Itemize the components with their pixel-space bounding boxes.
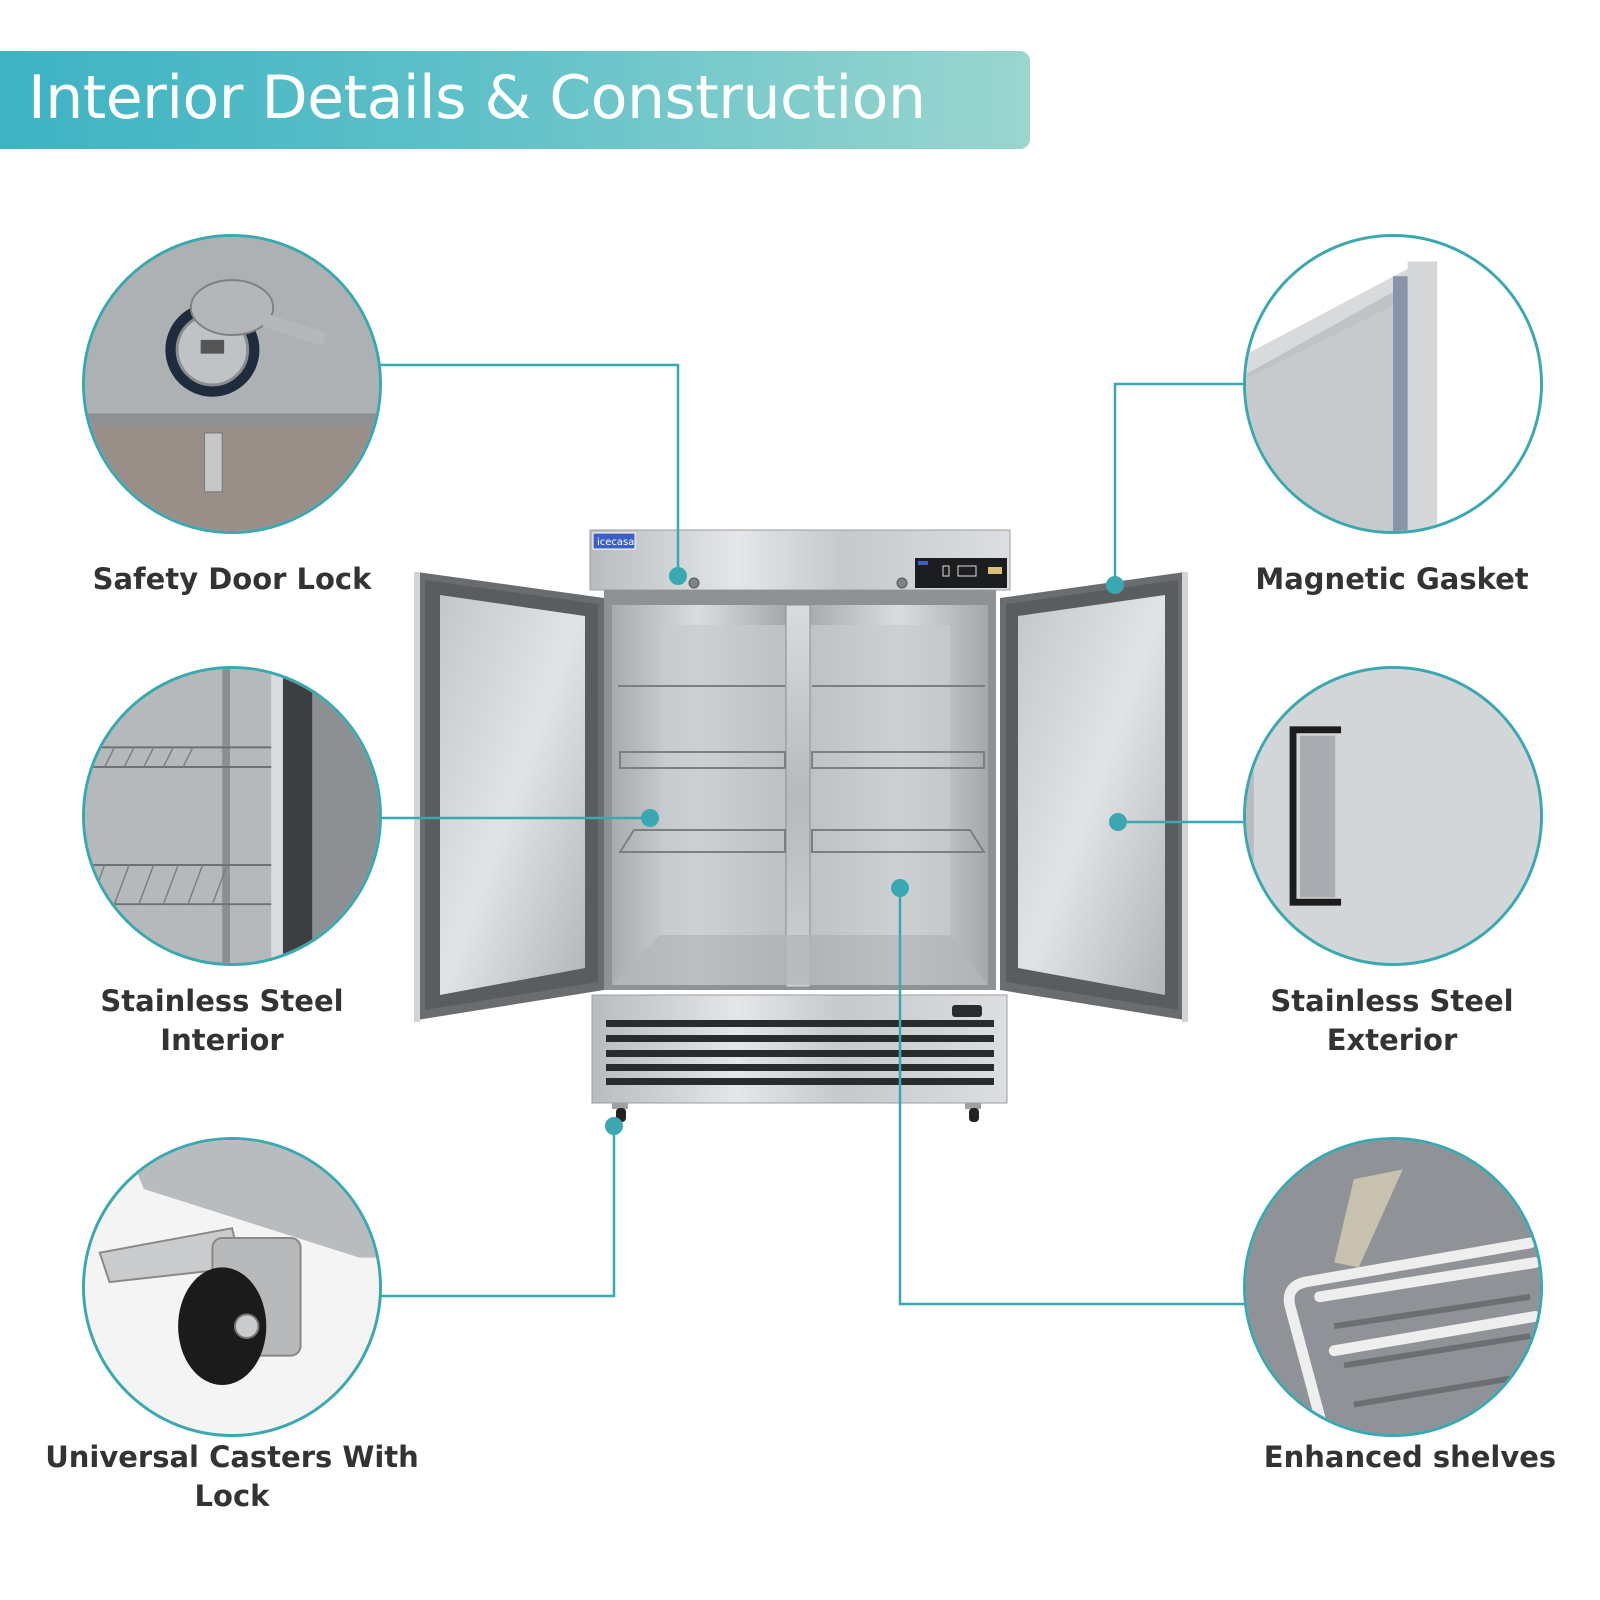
title-banner: Interior Details & Construction (0, 51, 1030, 149)
wire-shelf-lower (618, 829, 986, 853)
casters (612, 1103, 981, 1122)
svg-text:icecasa: icecasa (597, 537, 634, 548)
feature-image-casters (82, 1137, 382, 1437)
door-gasket-icon (1246, 237, 1540, 531)
feature-label-exterior: Stainless Steel Exterior (1270, 984, 1514, 1057)
base-grille (591, 994, 1008, 1104)
door-handle-icon (1246, 669, 1540, 963)
left-door (414, 572, 604, 1022)
caster-wheel-icon (85, 1140, 379, 1434)
feature-label-shelves: Enhanced shelves (1263, 1440, 1557, 1474)
feature-label-interior: Stainless Steel Interior (100, 984, 344, 1057)
right-door (1000, 572, 1188, 1022)
top-header-panel: icecasa (589, 529, 1011, 591)
feature-image-interior (82, 666, 382, 966)
feature-image-shelves (1243, 1137, 1543, 1437)
key-lock-icon (85, 237, 379, 531)
feature-image-door-lock (82, 234, 382, 534)
page-title: Interior Details & Construction (28, 63, 926, 133)
feature-image-exterior (1243, 666, 1543, 966)
interior-shelves-icon (85, 669, 379, 963)
feature-label-gasket: Magnetic Gasket (1255, 562, 1529, 596)
feature-label-door-lock: Safety Door Lock (92, 562, 372, 596)
shelf-clip-icon (1246, 1140, 1540, 1434)
feature-label-casters: Universal Casters With Lock (45, 1440, 419, 1513)
wire-shelf-middle (619, 751, 985, 769)
feature-image-gasket (1243, 234, 1543, 534)
